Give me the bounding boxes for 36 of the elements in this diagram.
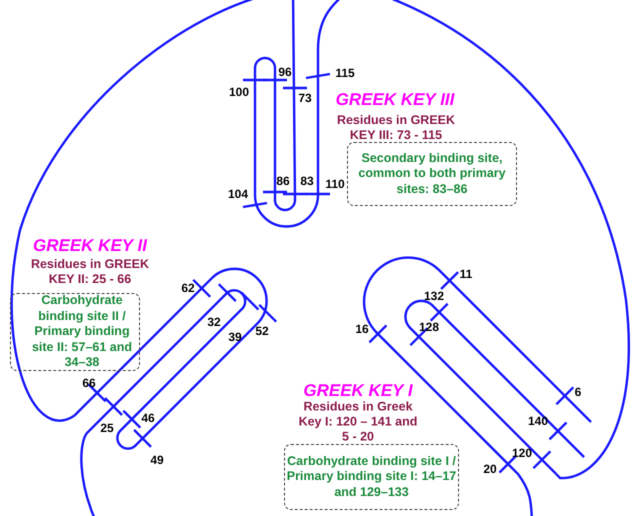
residue-number: 32 (207, 314, 221, 330)
residue-number: 49 (150, 452, 164, 468)
residue-number: 115 (335, 66, 355, 80)
binding-site-note: Carbohydrate binding site I / Primary binding site I: 14–17 and 129–133 (286, 454, 458, 500)
greek-key-heading: GREEK KEY I (303, 380, 413, 402)
binding-site-box (347, 142, 517, 206)
residue-number: 16 (355, 322, 369, 336)
binding-site-note: Secondary binding site, common to both primary sites: 83–86 (357, 150, 507, 198)
residue-number: 128 (418, 320, 440, 334)
binding-site-note: Carbohydrate binding site II / Primary binding site II: 57–61 and 34–38 (31, 292, 133, 372)
residue-number: 132 (424, 288, 444, 304)
residue-range-text: Residues in Greek Key I: 120 – 141 and 5 - 20 (298, 400, 418, 444)
residue-number: 20 (483, 462, 497, 476)
residue-range-text: Residues in GREEK KEY III: 73 - 115 (336, 113, 456, 143)
binding-site-box (284, 444, 459, 510)
residue-number: 66 (82, 376, 96, 390)
residue-number: 110 (325, 176, 345, 192)
residue-number: 62 (181, 280, 195, 296)
residue-number: 73 (298, 90, 312, 106)
residue-number: 120 (512, 446, 532, 460)
residue-range-text: Residues in GREEK KEY II: 25 - 66 (30, 257, 150, 287)
residue-number: 6 (574, 384, 582, 400)
residue-number: 96 (278, 64, 292, 80)
greek-key-heading: GREEK KEY III (336, 90, 454, 110)
residue-number: 100 (228, 84, 250, 100)
residue-number: 86 (276, 174, 290, 188)
residue-number: 104 (228, 186, 248, 202)
residue-number: 83 (300, 174, 314, 188)
residue-number: 52 (255, 324, 269, 338)
greek-key-heading: GREEK KEY II (33, 236, 147, 256)
residue-number: 39 (228, 330, 242, 344)
residue-number: 46 (141, 410, 155, 426)
residue-number: 11 (460, 266, 472, 282)
residue-number: 25 (100, 420, 114, 436)
binding-site-box (10, 293, 140, 371)
residue-number: 140 (528, 414, 548, 428)
